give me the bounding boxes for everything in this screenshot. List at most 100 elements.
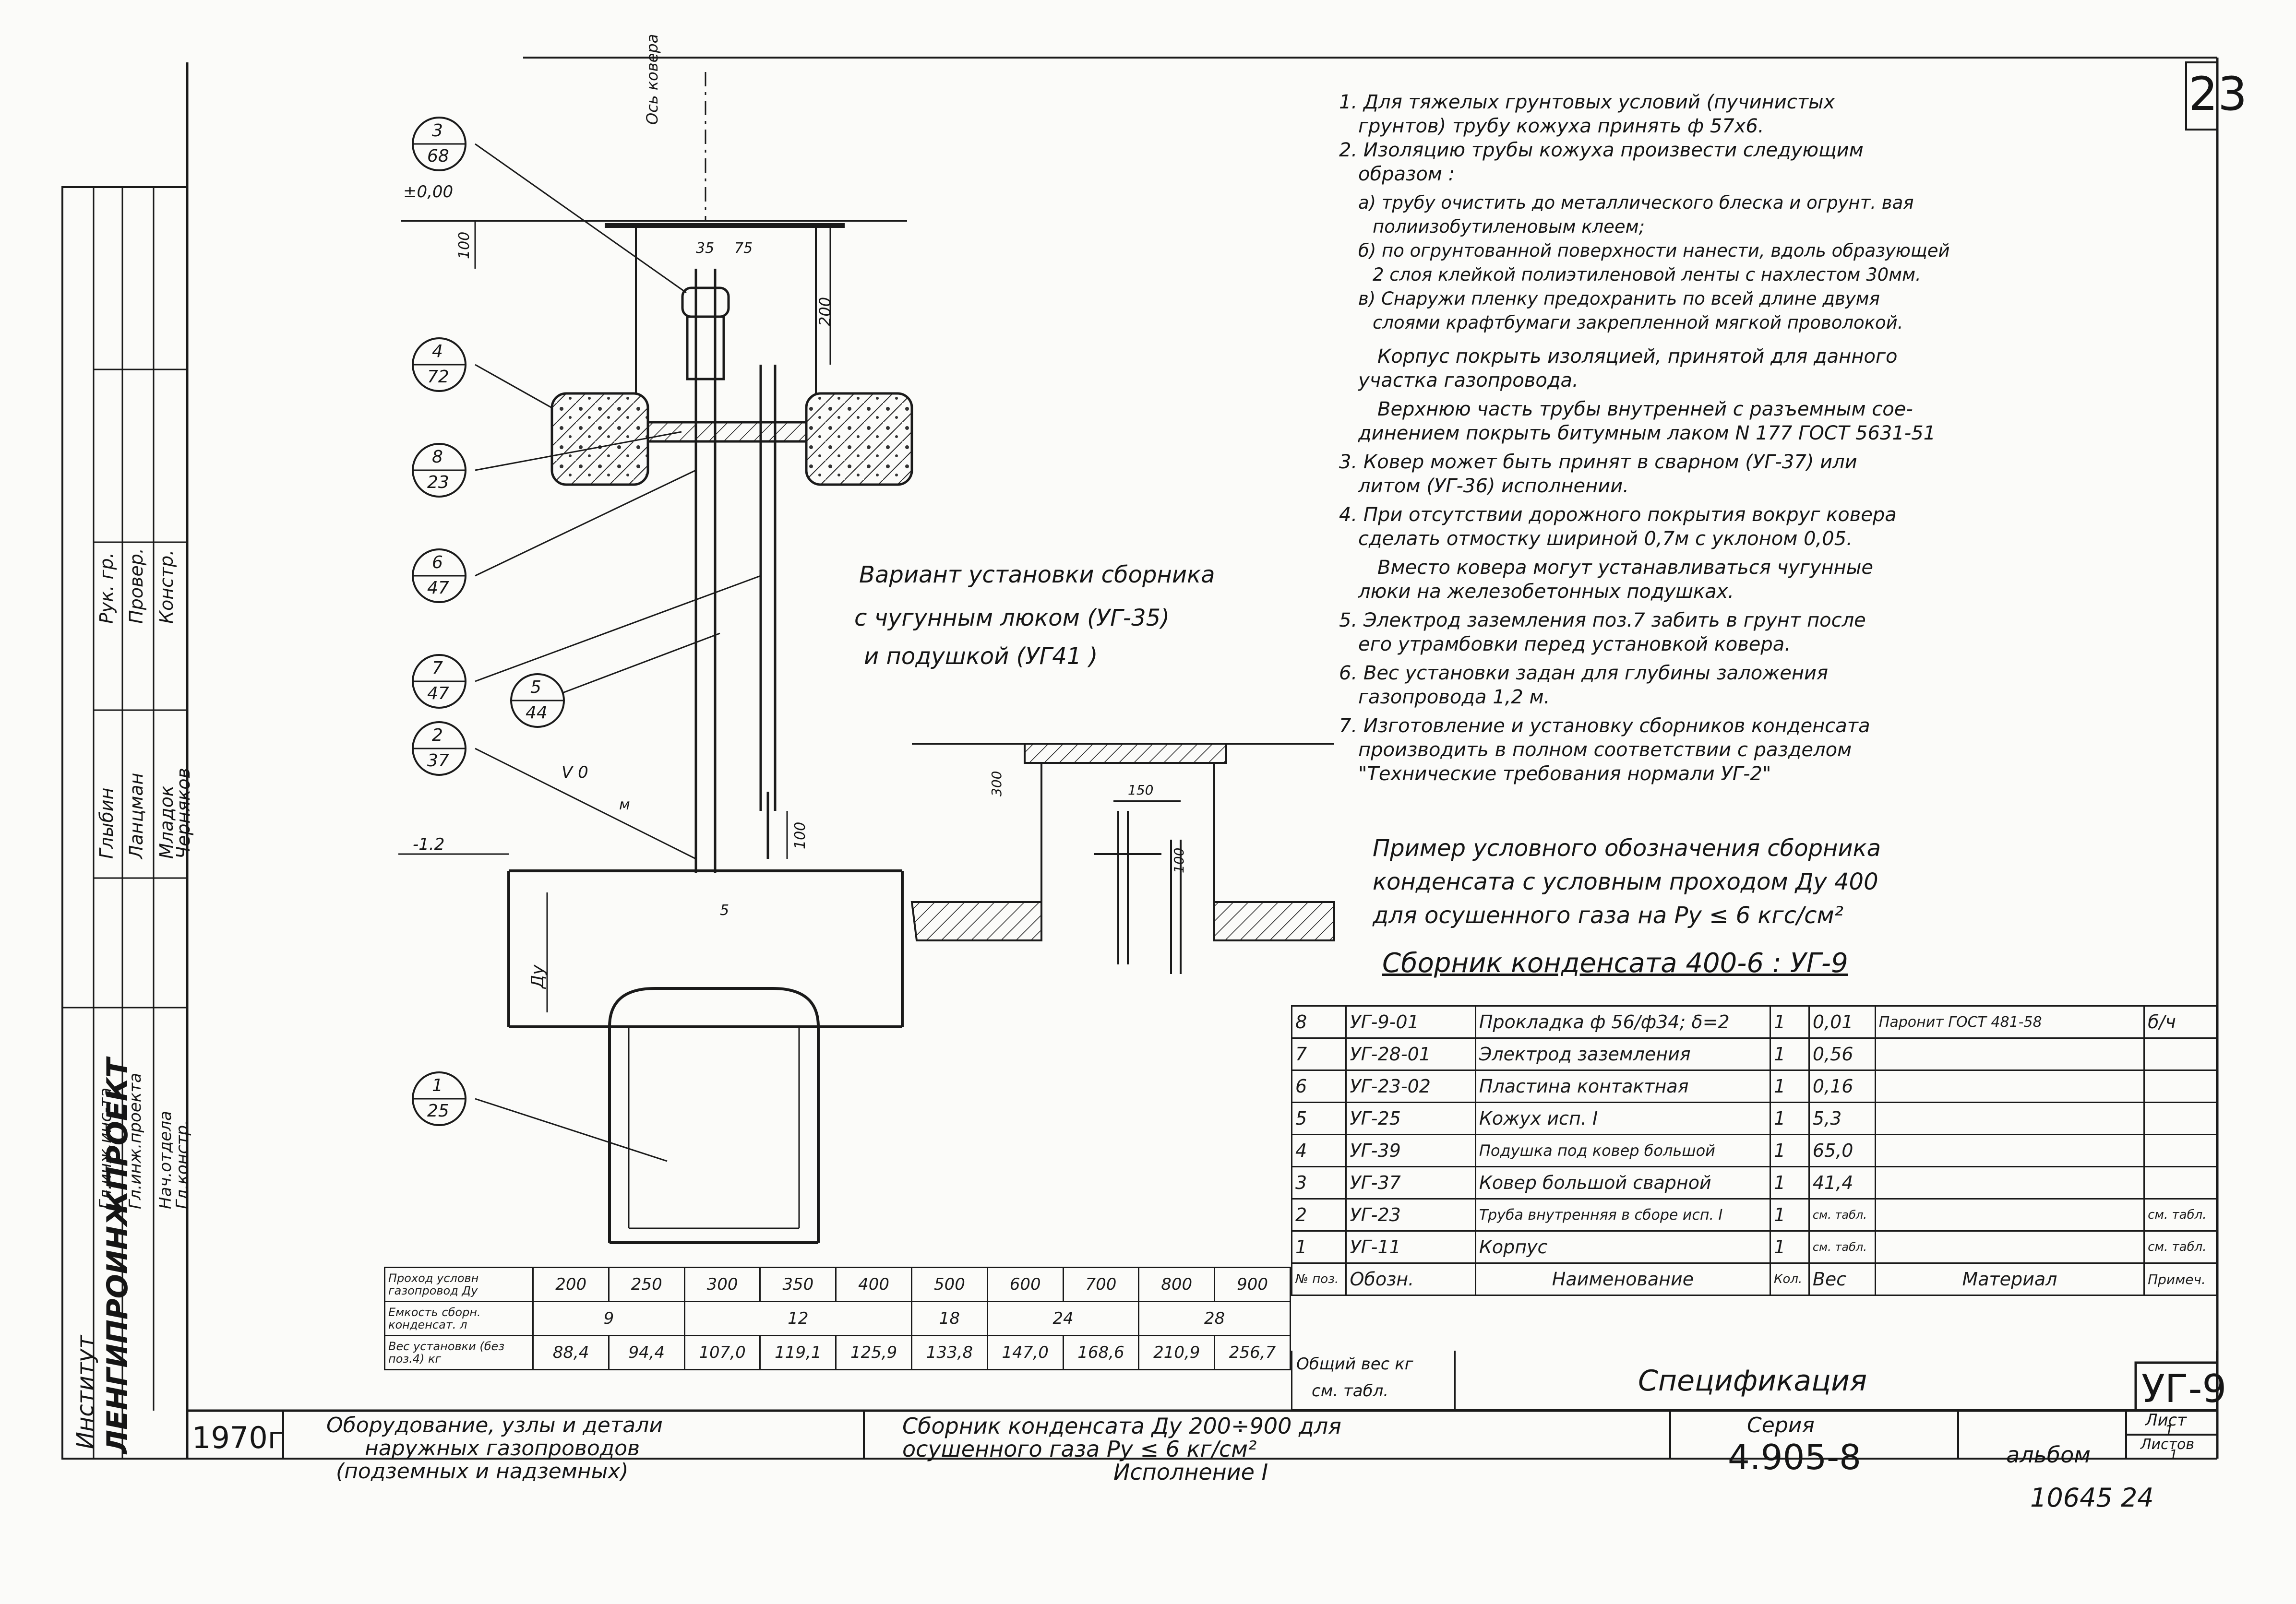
spec-qty: 1 — [1770, 1005, 1810, 1039]
note-line: в) Снаружи пленку предохранить по всей д… — [1358, 288, 1880, 309]
note-line: его утрамбовки перед установкой ковера. — [1358, 633, 1791, 655]
note-line: а) трубу очистить до металлического блес… — [1358, 192, 1914, 213]
side-name: Глыбин — [96, 787, 117, 859]
callout-top: 8 — [432, 447, 443, 467]
variant-dim-100: 100 — [1171, 847, 1187, 873]
side-name: Черняков — [173, 768, 194, 859]
sheets-value: 1 — [2169, 1447, 2178, 1462]
spec-total-value: см. табл. — [1312, 1381, 1389, 1401]
diameter-cell: 500 — [911, 1267, 988, 1302]
side-name: Ланцман — [126, 772, 147, 859]
spec-pos: 8 — [1291, 1005, 1347, 1039]
spec-header-note: Примеч. — [2143, 1262, 2217, 1296]
capacity-cell: 28 — [1138, 1301, 1291, 1336]
spec-header-name: Наименование — [1474, 1262, 1771, 1296]
capacity-cell: 18 — [911, 1301, 988, 1336]
variant-caption-line: с чугунным люком (УГ-35) — [854, 605, 1170, 631]
capacity-cell: 9 — [532, 1301, 685, 1336]
spec-qty: 1 — [1770, 1166, 1810, 1200]
axis-label: Ось ковера — [643, 34, 661, 125]
diameter-cell: 300 — [683, 1267, 761, 1302]
spec-note: см. табл. — [2143, 1230, 2217, 1264]
spec-code: УГ-23-02 — [1345, 1069, 1476, 1103]
side-role2: Констр. — [156, 549, 177, 624]
spec-total-cell: Общий вес кг см. табл. — [1292, 1351, 1456, 1409]
callout-top: 2 — [432, 725, 443, 745]
capacity-row: Емкость сборн. конденсат. л 9 12 18 24 2… — [383, 1301, 1291, 1336]
sheet-value: 1 — [2164, 1423, 2174, 1439]
spec-header-pos: № поз. — [1291, 1262, 1347, 1296]
bottom-stamp: 10645 24 — [2030, 1483, 2154, 1513]
variant-caption-line: и подушкой (УГ41 ) — [864, 643, 1098, 670]
spec-qty: 1 — [1770, 1069, 1810, 1103]
spec-header-code: Обозн. — [1345, 1262, 1476, 1296]
zero-level-label: ±0,00 — [403, 182, 454, 202]
subject-line: (подземных и надземных) — [336, 1459, 629, 1484]
weight-cell: 168,6 — [1062, 1335, 1140, 1370]
spec-code: УГ-28-01 — [1345, 1037, 1476, 1071]
dim-75: 75 — [734, 240, 753, 257]
slope-label: V 0 — [562, 763, 588, 782]
side-role: Нач.отдела — [156, 1111, 175, 1209]
dim-100-top: 100 — [456, 231, 473, 259]
spec-code: УГ-25 — [1345, 1102, 1476, 1135]
note-line: 1. Для тяжелых грунтовых условий (пучини… — [1339, 91, 1835, 113]
dimension-table: Проход условн газопровод Ду 200 250 300 … — [383, 1267, 1291, 1370]
depth-level-label: -1.2 — [413, 835, 445, 854]
example-designation: Сборник конденсата 400-6 : УГ-9 — [1382, 948, 1848, 979]
spec-weight: 5,3 — [1808, 1102, 1876, 1135]
callout-bottom: 72 — [427, 367, 449, 387]
note-line: производить в полном соответствии с разд… — [1358, 739, 1852, 761]
note-line: грунтов) трубу кожуха принять ф 57х6. — [1358, 115, 1764, 137]
note-line: 2 слоя клейкой полиэтиленовой ленты с на… — [1373, 264, 1921, 285]
spec-name: Ковер большой сварной — [1474, 1166, 1771, 1200]
series-label: Серия — [1747, 1413, 1815, 1438]
spec-note — [2143, 1069, 2217, 1103]
weight-cell: 88,4 — [532, 1335, 610, 1370]
spec-weight: 0,56 — [1808, 1037, 1876, 1071]
spec-weight: 0,01 — [1808, 1005, 1876, 1039]
note-line: участка газопровода. — [1358, 369, 1578, 392]
callout-top: 4 — [432, 342, 443, 361]
weight-cell: 125,9 — [835, 1335, 913, 1370]
spec-name: Электрод заземления — [1474, 1037, 1771, 1071]
note-line: сделать отмостку шириной 0,7м с уклоном … — [1358, 528, 1853, 550]
sheet-label: Лист — [2145, 1411, 2187, 1430]
side-role: Гл.инж.инс-та — [96, 1087, 115, 1209]
note-line: динением покрыть битумным лаком N 177 ГО… — [1358, 422, 1936, 444]
spec-pos: 5 — [1291, 1102, 1347, 1135]
capacity-cell: 24 — [986, 1301, 1140, 1336]
m-label: м — [619, 796, 630, 813]
note-line: 7. Изготовление и установку сборников ко… — [1339, 715, 1870, 737]
spec-pos: 2 — [1291, 1198, 1347, 1232]
note-line: Верхнюю часть трубы внутренней с разъемн… — [1377, 398, 1913, 420]
spec-pos: 7 — [1291, 1037, 1347, 1071]
callout-bottom: 23 — [427, 473, 449, 492]
dim-200: 200 — [816, 297, 834, 326]
note-line: газопровода 1,2 м. — [1358, 686, 1550, 708]
spec-weight: 0,16 — [1808, 1069, 1876, 1103]
note-line: образом : — [1358, 163, 1455, 185]
spec-note — [2143, 1166, 2217, 1200]
callout-bottom: 44 — [526, 703, 548, 723]
callout-bottom: 25 — [427, 1101, 449, 1121]
spec-code: УГ-11 — [1345, 1230, 1476, 1264]
spec-pos: 4 — [1291, 1134, 1347, 1167]
institute-label: Институт — [72, 1335, 99, 1449]
note-line: полиизобутиленовым клеем; — [1373, 216, 1645, 237]
weight-cell: 107,0 — [683, 1335, 761, 1370]
diameter-cell: 900 — [1214, 1267, 1291, 1302]
spec-note — [2143, 1102, 2217, 1135]
note-line: литом (УГ-36) исполнении. — [1358, 475, 1629, 497]
callout-bottom: 47 — [427, 578, 449, 598]
spec-material — [1874, 1037, 2145, 1071]
weight-cell: 94,4 — [608, 1335, 685, 1370]
weight-row-label: Вес установки (без поз.4) кг — [383, 1335, 534, 1370]
variant-dim-150: 150 — [1128, 782, 1154, 798]
spec-note — [2143, 1037, 2217, 1071]
